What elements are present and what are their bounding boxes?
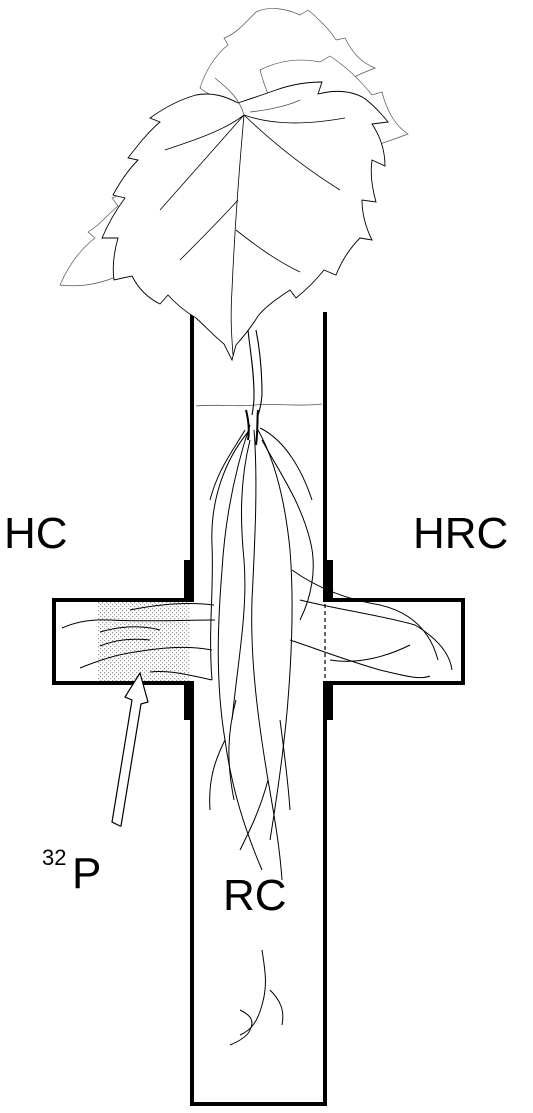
stem: [248, 330, 262, 415]
label-rc: RC: [223, 871, 287, 920]
plant-shoot: [60, 8, 408, 360]
label-hc: HC: [4, 509, 68, 558]
label-isotope-symbol: P: [72, 849, 101, 898]
isotope-arrow: [112, 673, 148, 826]
leaf-main: [102, 82, 388, 360]
label-isotope-mass: 32: [42, 845, 66, 870]
label-hrc: HRC: [413, 509, 508, 558]
labeled-soil-zone: [98, 601, 190, 682]
soil-surface: [196, 404, 322, 406]
junction-accents: [188, 560, 329, 720]
root-system: [62, 410, 452, 1045]
